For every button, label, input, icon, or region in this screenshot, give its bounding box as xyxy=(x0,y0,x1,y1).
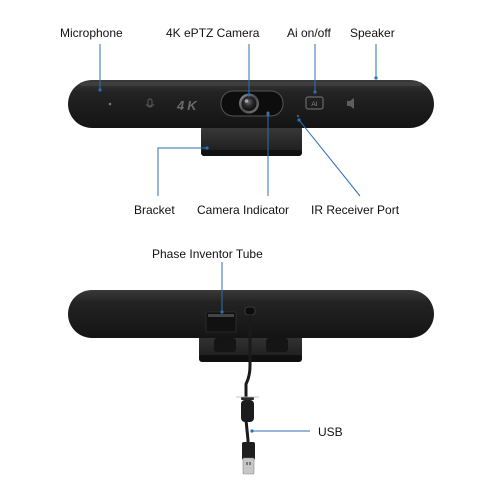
label-bracket: Bracket xyxy=(134,203,175,217)
mic-symbol-icon xyxy=(145,98,155,108)
back-bracket-hinge-left xyxy=(214,338,236,352)
front-bracket-edge xyxy=(201,150,302,156)
speaker-symbol-icon xyxy=(347,98,354,109)
ai-button-label: AI xyxy=(311,101,317,108)
back-view xyxy=(68,290,434,475)
front-bracket xyxy=(201,126,302,156)
front-4k-badge: 4K xyxy=(176,98,200,113)
label-usb: USB xyxy=(318,425,343,439)
back-bracket-hinge-right xyxy=(266,338,288,352)
label-microphone: Microphone xyxy=(60,26,123,40)
usb-plug-metal xyxy=(242,457,255,475)
label-speaker: Speaker xyxy=(350,26,395,40)
label-ir-receiver: IR Receiver Port xyxy=(311,203,400,217)
label-camera: 4K ePTZ Camera xyxy=(166,26,260,40)
ir-receiver-icon xyxy=(296,114,300,118)
front-body-highlight xyxy=(80,82,422,86)
phase-inventor-tube-port xyxy=(244,306,256,316)
label-phase-inventor-tube: Phase Inventor Tube xyxy=(152,247,263,261)
microphone-hole-icon xyxy=(108,102,112,106)
front-callout-lines xyxy=(98,44,378,197)
usb-plug-housing xyxy=(242,442,255,460)
front-view: 4K AI xyxy=(68,80,434,156)
camera-lens-glint xyxy=(244,99,249,103)
back-callout-lines xyxy=(220,262,310,433)
back-label-stripe xyxy=(208,314,234,317)
ferrite-bead xyxy=(241,400,254,422)
ai-button[interactable] xyxy=(305,96,324,110)
label-camera-indicator: Camera Indicator xyxy=(197,203,290,217)
camera-lens-icon xyxy=(241,96,257,111)
bracket-leader xyxy=(157,147,207,196)
label-ai-toggle: Ai on/off xyxy=(287,26,331,40)
ir-receiver-leader xyxy=(298,119,361,197)
